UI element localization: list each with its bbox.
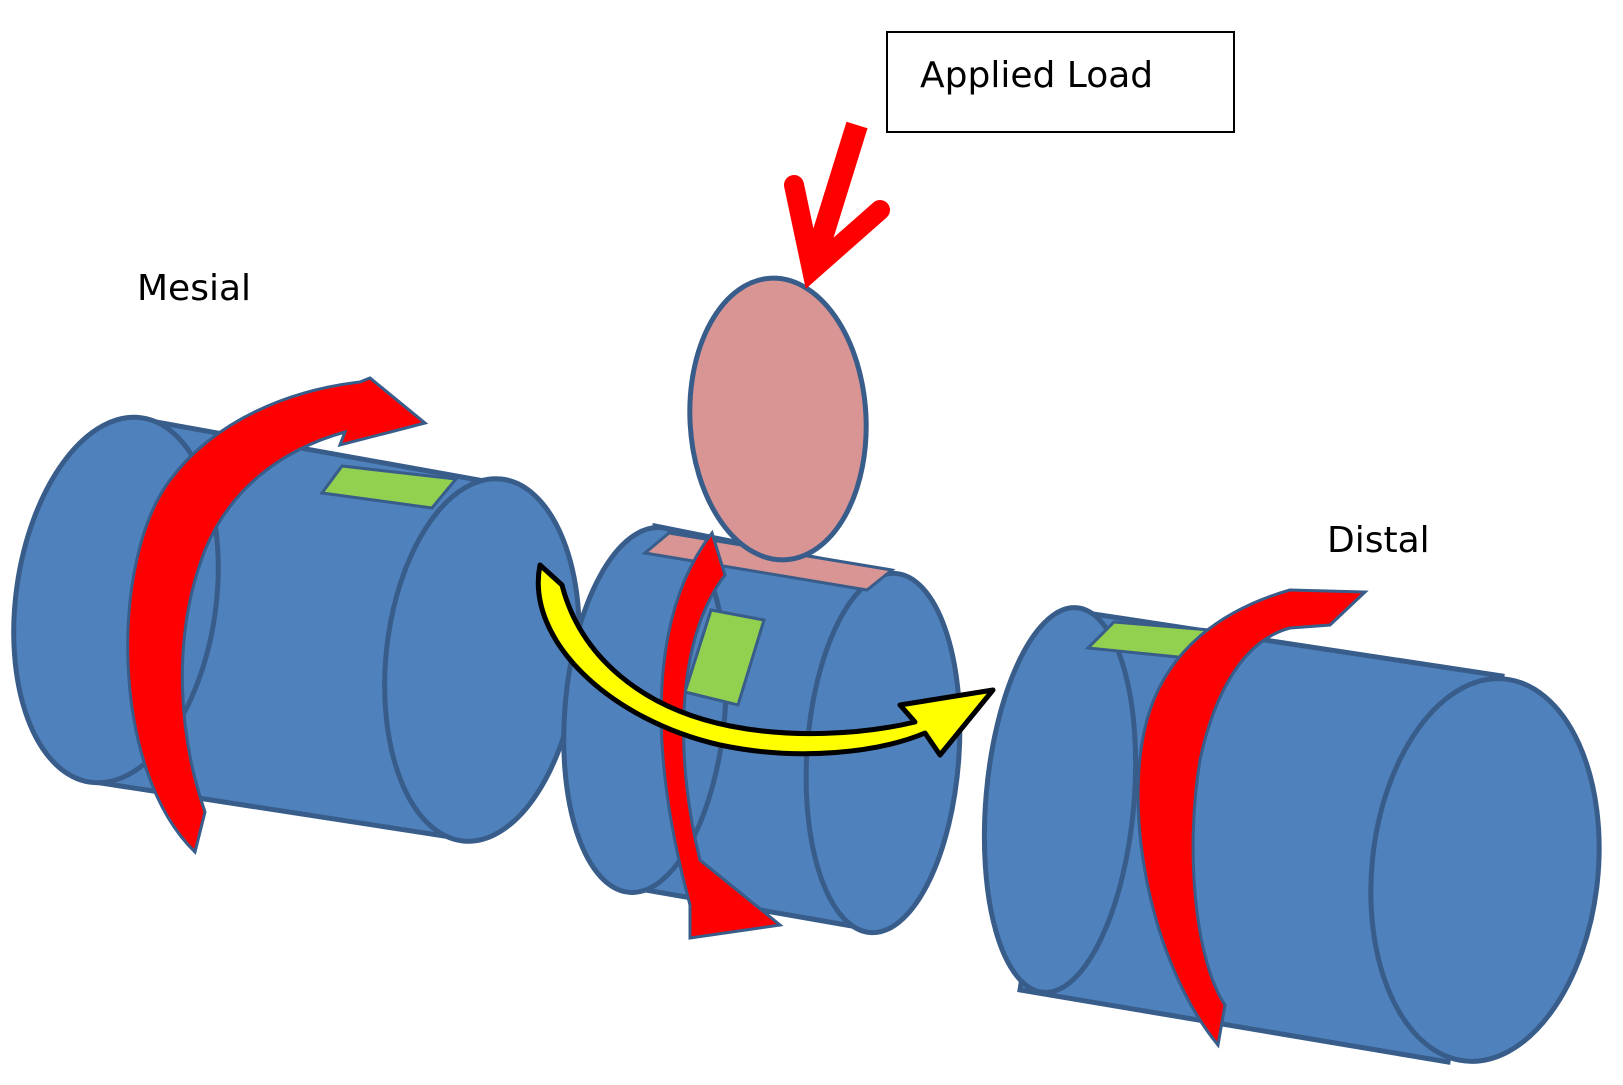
crown — [687, 275, 869, 563]
applied-load-label: Applied Load — [920, 55, 1154, 96]
distal-cylinder-back-face — [981, 605, 1139, 995]
mesial-rotation-arrow — [126, 376, 429, 855]
middle-cylinder — [561, 275, 963, 936]
middle-rotation-arrow — [659, 529, 784, 940]
applied-load-arrow-shaft — [801, 121, 868, 274]
middle-strain-gauge — [683, 608, 766, 707]
distal-cylinder — [981, 605, 1602, 1065]
distal-rotation-arrow — [1136, 588, 1369, 1049]
distal-cylinder-front-face — [1368, 676, 1602, 1064]
mesial-label: Mesial — [137, 268, 252, 309]
mesial-cylinder — [11, 414, 582, 844]
load-transfer-arrow — [535, 562, 996, 758]
applied-load-arrow — [784, 121, 890, 289]
applied-load-label-box: Applied Load — [886, 31, 1235, 133]
applied-load-arrow-head — [784, 175, 890, 289]
distal-label: Distal — [1327, 520, 1430, 561]
mesial-strain-gauge — [319, 464, 459, 510]
